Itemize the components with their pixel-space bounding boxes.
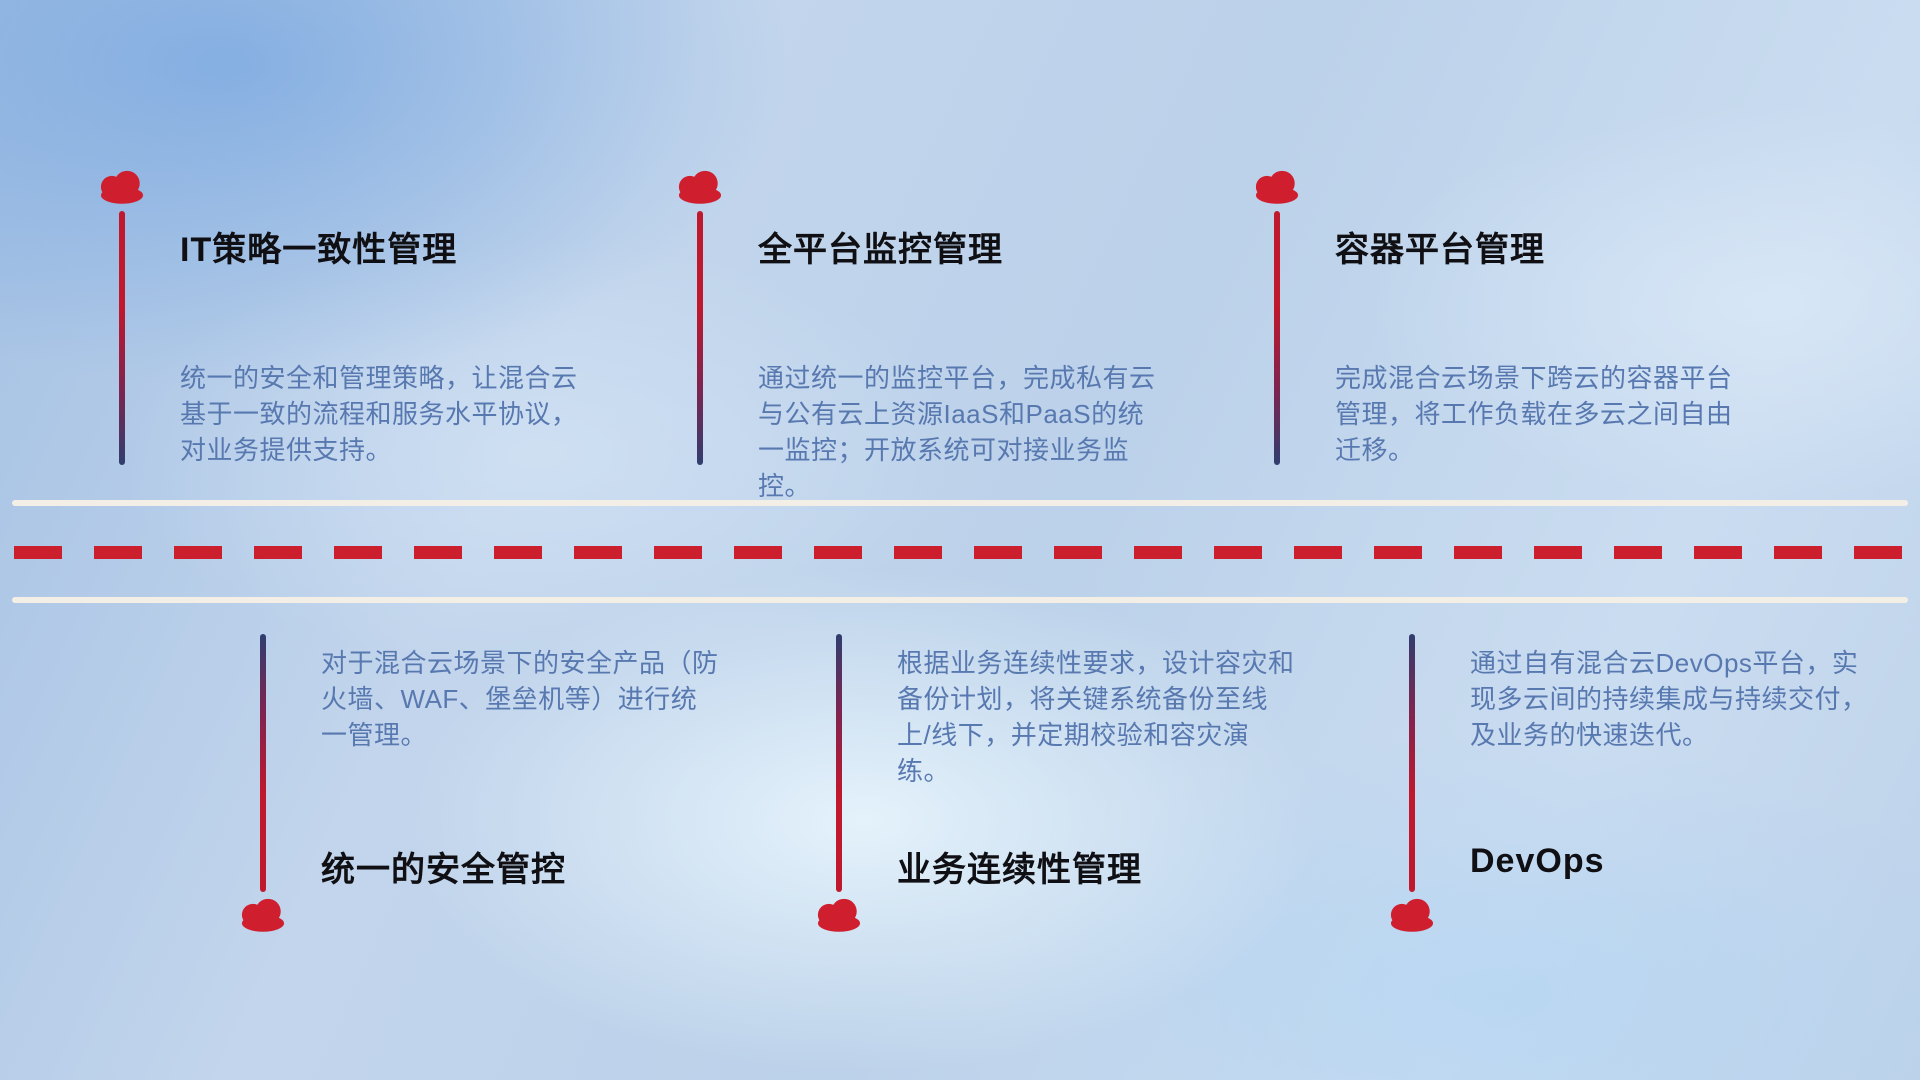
cloud-icon	[1255, 170, 1299, 204]
item-title: 业务连续性管理	[897, 851, 1142, 889]
road-bottom-line	[12, 597, 1908, 603]
cloud-icon	[100, 170, 144, 204]
item-title: DevOps	[1470, 842, 1605, 880]
item-title: IT策略一致性管理	[180, 231, 458, 269]
item-it-policy-management: IT策略一致性管理 统一的安全和管理策略，让混合云基于一致的流程和服务水平协议，…	[95, 168, 615, 468]
item-description: 完成混合云场景下跨云的容器平台管理，将工作负载在多云之间自由迁移。	[1335, 363, 1733, 465]
item-title: 全平台监控管理	[758, 231, 1003, 269]
item-description: 统一的安全和管理策略，让混合云基于一致的流程和服务水平协议，对业务提供支持。	[180, 363, 578, 465]
connector-line	[260, 634, 266, 892]
item-devops: 通过自有混合云DevOps平台，实现多云间的持续集成与持续交付，及业务的快速迭代…	[1385, 634, 1905, 934]
item-description: 对于混合云场景下的安全产品（防火墙、WAF、堡垒机等）进行统一管理。	[321, 648, 719, 750]
item-description: 通过自有混合云DevOps平台，实现多云间的持续集成与持续交付，及业务的快速迭代…	[1470, 648, 1868, 750]
item-container-platform-management: 容器平台管理 完成混合云场景下跨云的容器平台管理，将工作负载在多云之间自由迁移。	[1250, 168, 1770, 468]
road-top-line	[12, 500, 1908, 506]
connector-line	[1274, 211, 1280, 465]
item-description: 通过统一的监控平台，完成私有云与公有云上资源IaaS和PaaS的统一监控；开放系…	[758, 363, 1156, 501]
cloud-icon	[1390, 898, 1434, 932]
item-full-platform-monitoring: 全平台监控管理 通过统一的监控平台，完成私有云与公有云上资源IaaS和PaaS的…	[673, 168, 1193, 501]
connector-line	[836, 634, 842, 892]
item-description: 根据业务连续性要求，设计容灾和备份计划，将关键系统备份至线上/线下，并定期校验和…	[897, 648, 1295, 786]
road-dashed-center-line	[14, 546, 1910, 559]
item-unified-security-control: 对于混合云场景下的安全产品（防火墙、WAF、堡垒机等）进行统一管理。 统一的安全…	[236, 634, 756, 934]
connector-line	[1409, 634, 1415, 892]
cloud-icon	[817, 898, 861, 932]
cloud-icon	[678, 170, 722, 204]
cloud-icon	[241, 898, 285, 932]
item-title: 容器平台管理	[1335, 231, 1545, 269]
item-title: 统一的安全管控	[321, 851, 566, 889]
connector-line	[697, 211, 703, 465]
item-business-continuity-management: 根据业务连续性要求，设计容灾和备份计划，将关键系统备份至线上/线下，并定期校验和…	[812, 634, 1332, 934]
connector-line	[119, 211, 125, 465]
